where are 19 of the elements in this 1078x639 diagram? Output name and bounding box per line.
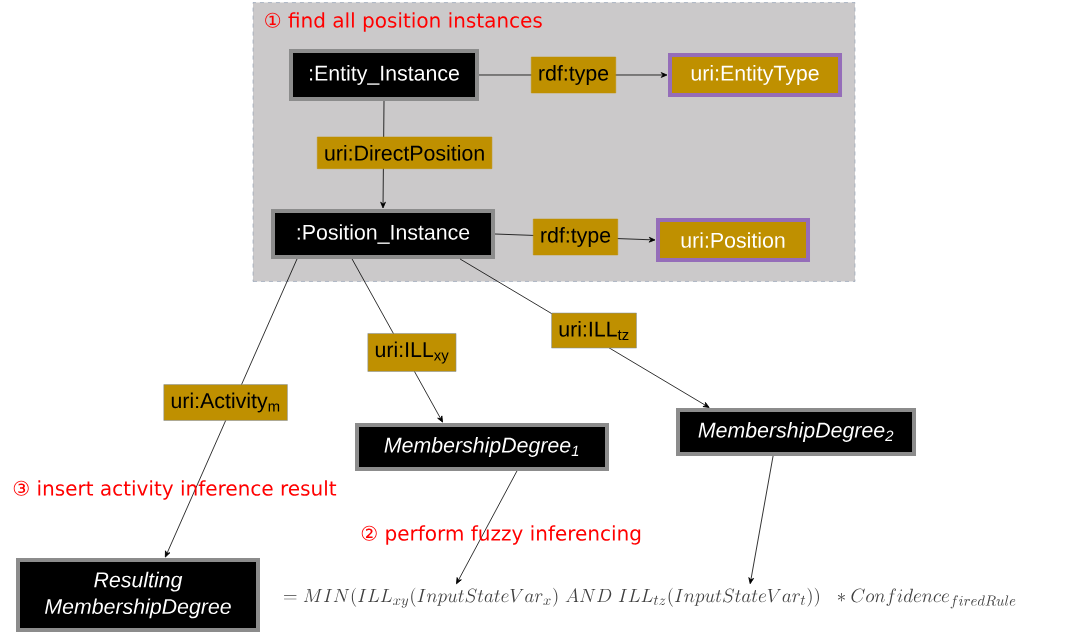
arrow	[164, 258, 298, 558]
formula: $= MIN(ILL_{xy}(InputStateVar_x)\ AND\ ILL_{tz}(InputStateVar_t))\ \ * Confidence_{firedRule}$	[284, 587, 1016, 609]
edge-label: uri:ILL$_{tz}$	[551, 312, 637, 349]
edge-label: rdf:type	[533, 218, 618, 256]
instance-box: :Entity_Instance	[289, 49, 479, 101]
arrow	[748, 455, 774, 585]
edge-label: uri:ILL$_{xy}$	[367, 333, 457, 372]
result-box: Resulting MembershipDegree	[16, 558, 260, 632]
membership-box: MembershipDegree$_{1}$	[355, 423, 609, 471]
class-box: uri:EntityType	[668, 53, 842, 97]
instance-box: :Position_Instance	[271, 209, 495, 259]
step-note: ③ insert activity inference result	[13, 480, 337, 500]
membership-box: MembershipDegree$_{2}$	[676, 408, 916, 456]
arrow	[456, 470, 518, 585]
edge-label: rdf:type	[531, 56, 616, 94]
step-note: ② perform fuzzy inferencing	[361, 525, 641, 545]
class-box: uri:Position	[656, 218, 810, 262]
edge-label: uri:Activity$_{m}$	[163, 384, 288, 421]
edge-label: uri:DirectPosition	[317, 136, 493, 169]
